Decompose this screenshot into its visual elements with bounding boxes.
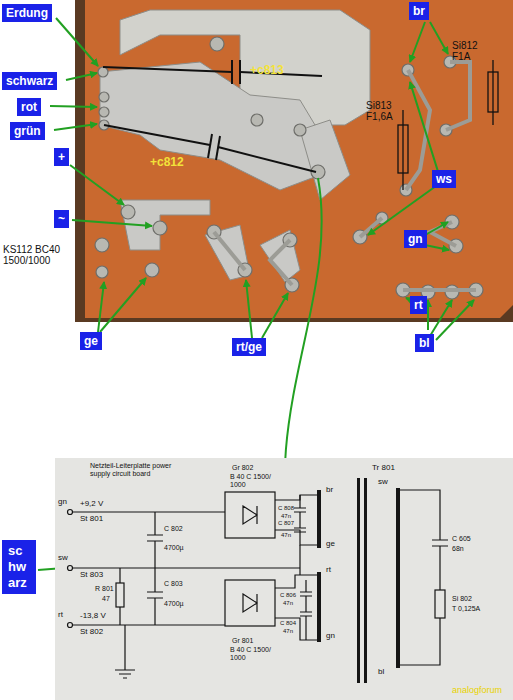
label-text: rt (414, 298, 423, 312)
capacitor-name: C 803 (164, 580, 183, 588)
capacitor-value: 47n (283, 600, 293, 607)
capacitor-name: C 807 (278, 520, 294, 527)
capacitor-name: C 804 (280, 620, 296, 627)
label-text: rot (21, 100, 37, 114)
pin-name: St 801 (80, 515, 103, 524)
capacitor-name: +c813 (250, 64, 284, 77)
capacitor-name: +c812 (150, 156, 184, 169)
callout-label: br (409, 2, 429, 20)
callout-label: schwarz (2, 72, 57, 90)
traces (214, 62, 476, 290)
wire-color: gn (326, 632, 335, 641)
fuse-symbols (398, 60, 498, 190)
fuse-name: Si813 F1,6A (366, 100, 402, 122)
copper-traces (100, 10, 370, 282)
schematic-paper (55, 458, 513, 700)
label-text: gn (408, 232, 423, 246)
capacitor-value: 47n (283, 628, 293, 635)
wire-color: rt (326, 566, 331, 575)
callout-label: grün (10, 122, 45, 140)
resistor-value: 47 (102, 595, 110, 603)
label-text: schwarz (8, 543, 27, 590)
wire-color: bl (378, 668, 384, 677)
fuse-value: T 0,125A (452, 605, 480, 613)
capacitor-value: 4700µ (164, 600, 184, 608)
capacitor-value: 47n (281, 532, 291, 539)
rectifier-name: Gr 802 (232, 464, 253, 472)
pin-name: St 802 (80, 628, 103, 637)
label-text: ws (436, 172, 452, 186)
pcb-board (85, 0, 513, 318)
transformer-windings (317, 478, 400, 683)
callout-label: rt/ge (232, 338, 266, 356)
wire-color: gn (58, 498, 67, 507)
pin-name: St 803 (80, 571, 103, 580)
resistor-name: R 801 (95, 585, 114, 593)
callout-label: + (54, 148, 69, 166)
fuse-name: Si 802 (452, 595, 472, 603)
label-text: bl (419, 336, 430, 350)
capacitor-marks (103, 60, 322, 172)
callout-label: gn (404, 230, 427, 248)
label-text: ~ (58, 212, 65, 226)
solder-pads (95, 37, 483, 299)
wire-color: ge (326, 540, 335, 549)
rectifier-name: Gr 801 (232, 637, 253, 645)
capacitor-value: 4700µ (164, 544, 184, 552)
capacitor-name: C 802 (164, 525, 183, 533)
label-text: br (413, 4, 425, 18)
schematic-wires (68, 490, 449, 678)
label-text: ge (84, 334, 98, 348)
capacitor-name: C 605 (452, 535, 471, 543)
transformer-name: Tr 801 (372, 464, 395, 473)
watermark: analogforum (452, 686, 502, 696)
capacitor-value: 68n (452, 545, 464, 553)
label-text: rt/ge (236, 340, 262, 354)
board-title: Netzteil-Leiterplatte power supply circu… (90, 462, 190, 477)
rectifier-name: KS112 BC40 1500/1000 (3, 244, 75, 266)
label-text: + (58, 150, 65, 164)
callout-label: rt (410, 296, 427, 314)
callout-label: rot (17, 98, 41, 116)
label-text: schwarz (6, 74, 53, 88)
callout-label: ge (80, 332, 102, 350)
rectifier-type: B 40 C 1500/ 1000 (230, 646, 282, 661)
rectifier-type: B 40 C 1500/ 1000 (230, 473, 282, 488)
wire-color: sw (58, 554, 68, 563)
wire-color: br (326, 486, 333, 495)
callout-label: ~ (54, 210, 69, 228)
label-text: grün (14, 124, 41, 138)
capacitor-name: C 806 (280, 592, 296, 599)
voltage: -13,8 V (80, 612, 106, 621)
wire-color: rt (58, 611, 63, 620)
label-text: Erdung (6, 6, 48, 20)
capacitor-value: 47n (281, 513, 291, 520)
callout-label: bl (415, 334, 434, 352)
wire-color: sw (378, 478, 388, 487)
capacitor-name: C 808 (278, 505, 294, 512)
callout-label: ws (432, 170, 456, 188)
callout-label: Erdung (2, 4, 52, 22)
photo-ground (75, 0, 513, 322)
callout-label: schwarz (2, 540, 36, 594)
voltage: +9,2 V (80, 500, 103, 509)
fuse-name: Si812 F1A (452, 40, 486, 62)
